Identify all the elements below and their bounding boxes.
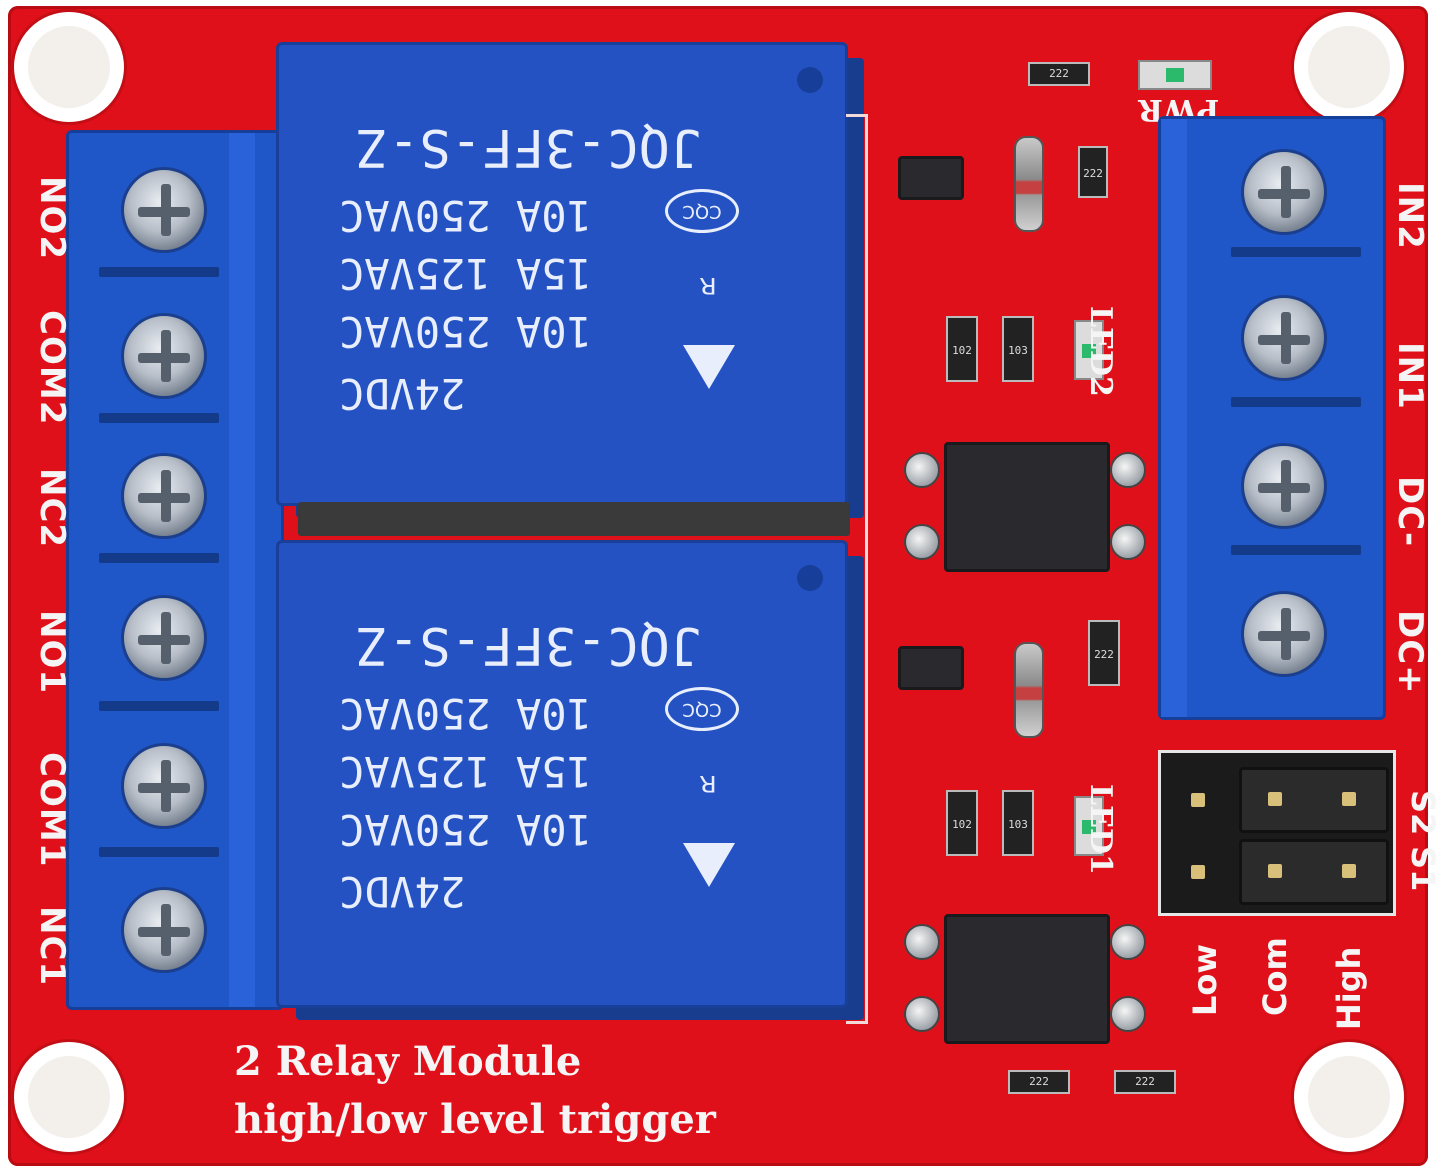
relay-bottom-rating1: 10A 250VAC xyxy=(339,689,592,738)
terminal-screw-nc2[interactable] xyxy=(121,453,207,539)
relay-top-model: JQC-3FF-S-Z xyxy=(356,117,702,177)
relay-bottom-ul-mark: ᴿ xyxy=(699,753,717,799)
label-no1: NO1 xyxy=(32,610,72,695)
relay-bottom-cqc-mark: CQC xyxy=(665,687,739,731)
diode-d1 xyxy=(1014,642,1044,738)
terminal-screw-in1[interactable] xyxy=(1241,295,1327,381)
mounting-hole-top-left xyxy=(14,12,124,122)
resistor-r102-upper: 102 xyxy=(946,316,978,382)
terminal-screw-nc1[interactable] xyxy=(121,887,207,973)
output-terminal-block xyxy=(66,130,284,1010)
resistor-r222-upper: 222 xyxy=(1078,146,1108,198)
relay-bottom: JQC-3FF-S-Z 10A 250VAC CQC 15A 125VAC 10… xyxy=(276,540,848,1008)
relay-top-rating1: 10A 250VAC xyxy=(339,191,592,240)
label-com1: COM1 xyxy=(32,752,72,868)
optocoupler-2 xyxy=(904,442,1148,572)
relay-divider xyxy=(298,502,850,536)
board-title: 2 Relay Module xyxy=(234,1038,582,1085)
resistor-r102-lower: 102 xyxy=(946,790,978,856)
transistor-q2 xyxy=(898,156,964,200)
label-no2: NO2 xyxy=(32,176,72,261)
relay-bottom-rating2: 15A 125VAC xyxy=(339,747,592,796)
label-led2: LED2 xyxy=(1083,306,1118,397)
relay-bottom-triangle-mark xyxy=(683,843,735,887)
terminal-screw-in2[interactable] xyxy=(1241,149,1327,235)
input-terminal-block xyxy=(1158,116,1386,720)
diode-d2 xyxy=(1014,136,1044,232)
led-pwr xyxy=(1138,60,1212,90)
trigger-jumper-header xyxy=(1158,750,1396,916)
terminal-screw-no1[interactable] xyxy=(121,595,207,681)
label-com2: COM2 xyxy=(32,310,72,426)
relay-silkscreen-outline xyxy=(846,114,868,1024)
relay-top-coil: 24VDC xyxy=(339,369,466,418)
terminal-screw-no2[interactable] xyxy=(121,167,207,253)
label-s1: S1 xyxy=(1404,846,1441,892)
relay-bottom-rating3: 10A 250VAC xyxy=(339,805,592,854)
label-in2: IN2 xyxy=(1390,182,1430,250)
label-nc1: NC1 xyxy=(32,906,72,987)
label-low: Low xyxy=(1186,944,1224,1016)
label-high: High xyxy=(1330,946,1368,1030)
board-subtitle: high/low level trigger xyxy=(234,1096,716,1143)
relay-top-rating3: 10A 250VAC xyxy=(339,307,592,356)
terminal-screw-com2[interactable] xyxy=(121,313,207,399)
label-s2: S2 xyxy=(1404,790,1441,836)
label-in1: IN1 xyxy=(1390,342,1430,410)
resistor-bottom-right: 222 xyxy=(1114,1070,1176,1094)
label-nc2: NC2 xyxy=(32,468,72,549)
mounting-hole-bottom-left xyxy=(14,1042,124,1152)
terminal-screw-dc-minus[interactable] xyxy=(1241,443,1327,529)
label-com: Com xyxy=(1256,937,1294,1016)
jumper-s2[interactable] xyxy=(1239,767,1389,833)
optocoupler-1 xyxy=(904,914,1148,1044)
terminal-screw-com1[interactable] xyxy=(121,743,207,829)
mounting-hole-top-right xyxy=(1294,12,1404,122)
label-dc-plus: DC+ xyxy=(1390,610,1430,695)
relay-top-rating2: 15A 125VAC xyxy=(339,249,592,298)
label-dc-minus: DC- xyxy=(1390,476,1430,548)
relay-module-board: NO2 COM2 NC2 NO1 COM1 NC1 JQC-3FF-S-Z 10… xyxy=(8,6,1441,1166)
mounting-hole-bottom-right xyxy=(1294,1042,1404,1152)
relay-top-triangle-mark xyxy=(683,345,735,389)
resistor-r103-lower: 103 xyxy=(1002,790,1034,856)
relay-top-cqc-mark: CQC xyxy=(665,189,739,233)
led-1 xyxy=(1074,796,1104,856)
relay-top-ul-mark: ᴿ xyxy=(699,255,717,301)
resistor-r103-upper: 103 xyxy=(1002,316,1034,382)
resistor-r222-lower: 222 xyxy=(1088,620,1120,686)
relay-top: JQC-3FF-S-Z 10A 250VAC CQC 15A 125VAC 10… xyxy=(276,42,848,506)
relay-bottom-coil: 24VDC xyxy=(339,867,466,916)
resistor-bottom-left: 222 xyxy=(1008,1070,1070,1094)
terminal-screw-dc-plus[interactable] xyxy=(1241,591,1327,677)
led-2 xyxy=(1074,320,1104,380)
transistor-q1 xyxy=(898,646,964,690)
relay-bottom-model: JQC-3FF-S-Z xyxy=(356,615,702,675)
jumper-s1[interactable] xyxy=(1239,839,1389,905)
resistor-top: 222 xyxy=(1028,62,1090,86)
label-led1: LED1 xyxy=(1083,784,1118,875)
